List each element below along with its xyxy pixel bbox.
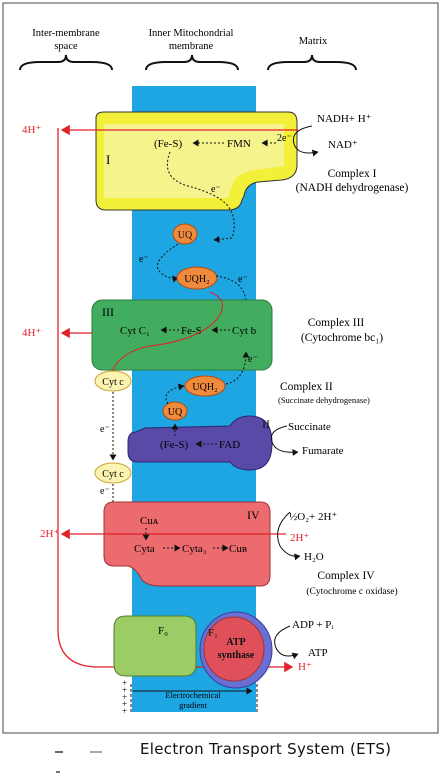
complex-ii-succinate: Succinate (288, 421, 331, 433)
e-minus-cytc-bottom: e⁻ (100, 486, 110, 497)
adp-arc (274, 625, 299, 660)
e-minus-uqh2: e⁻ (238, 274, 248, 285)
complex-iv-cua: Cuᴀ (140, 515, 159, 527)
f0-label: F₀ (158, 625, 168, 637)
atp-synthase-label-1: ATP (226, 637, 245, 648)
uq-label-top: UQ (178, 230, 193, 241)
plus-sign: + (122, 678, 127, 688)
f1-subunit (203, 616, 265, 682)
proton-path-iii (109, 291, 223, 377)
uqh2-label-ii: UQH₂ (192, 382, 217, 393)
header-inner-membrane-1: Inner Mitochondrial (149, 28, 234, 39)
complex-iii-fes: Fe-S (181, 325, 202, 337)
brace-membrane (145, 54, 239, 71)
f1-label: F₁ (208, 627, 218, 639)
header-intermembrane-1: Inter-membrane (32, 28, 100, 39)
nadh-arc (292, 125, 319, 157)
header-matrix: Matrix (299, 36, 328, 47)
complex-ii-fes: (Fe-S) (160, 439, 188, 451)
brace-intermembrane (19, 54, 113, 71)
figure-caption: Electron Transport System (ETS) (140, 740, 392, 758)
plus-sign: + (122, 706, 127, 716)
cyt-c-label-top: Cyt c (102, 377, 124, 388)
complex-ii-full-name: (Succinate dehydrogenase) (278, 395, 370, 405)
header-inner-membrane-2: membrane (169, 41, 214, 52)
complex-i-fes: (Fe-S) (154, 138, 182, 150)
uq-carrier-ii (162, 401, 188, 421)
complex-iv-cyta: Cyta (134, 543, 155, 555)
succinate-arc (270, 425, 299, 456)
proton-label-i: 4H⁺ (22, 124, 41, 136)
atp-synthase-atp: ATP (308, 647, 328, 659)
complex-iv-full-name: (Cytochrome c oxidase) (306, 586, 397, 597)
complex-i-fmn: FMN (227, 138, 251, 150)
proton-label-iv-matrix: 2H⁺ (290, 532, 309, 544)
arrow-uq-to-uqh2-ii (165, 383, 185, 405)
complex-i-2e: 2e⁻ (277, 133, 292, 144)
complex-i-name: Complex I (328, 168, 377, 180)
complex-iii-numeral: III (102, 305, 114, 319)
complex-iii-cyt-b: Cyt b (232, 325, 257, 337)
gradient-label-1: Electrochemical (165, 690, 221, 700)
oxygen-arc (277, 511, 301, 561)
complex-iii-full-name: (Cytochrome bc₁) (301, 332, 383, 344)
proton-label-iv: 2H⁺ (40, 528, 59, 540)
complex-iv-cyta3: Cyta₃ (182, 543, 207, 555)
complex-ii-fad: FAD (219, 439, 240, 451)
e-minus-cytc: e⁻ (100, 424, 110, 435)
uqh2-carrier-ii (184, 375, 226, 397)
cyt-c-carrier-bottom (94, 462, 132, 484)
e-minus-uq: e⁻ (139, 254, 149, 265)
atp-synthase-label-2: synthase (218, 650, 255, 661)
plus-sign: + (122, 699, 127, 709)
atp-synthase-adp: ADP + Pᵢ (292, 619, 333, 631)
plus-sign: + (122, 692, 127, 702)
proton-label-iii: 4H⁺ (22, 327, 41, 339)
arrow-uqh2-ii-to-cytb (225, 351, 250, 385)
uqh2-carrier-top (176, 266, 218, 290)
complex-i-full-name: (NADH dehydrogenase) (296, 182, 409, 194)
complex-i-numeral: I (106, 152, 110, 167)
complex-iii-name: Complex III (308, 317, 365, 329)
complex-ii-numeral: II (262, 417, 270, 431)
complex-ii-name: Complex II (280, 381, 333, 393)
gradient-label-2: gradient (179, 700, 207, 710)
complex-iv-name: Complex IV (317, 570, 375, 582)
plus-signs: + + + + + (122, 678, 127, 716)
figure-frame (2, 2, 439, 734)
arrow-uq-to-uqh2 (156, 243, 179, 283)
uq-carrier-top (172, 223, 198, 245)
e-minus-iii: e⁻ (248, 354, 258, 365)
f0-subunit (113, 615, 197, 677)
complex-iv-numeral: IV (247, 508, 260, 522)
complex-i-inner (104, 124, 284, 198)
plus-sign: + (122, 685, 127, 695)
cyt-c-carrier-top (94, 370, 132, 392)
complex-iv-cub: Cuʙ (229, 543, 247, 555)
uq-label-ii: UQ (168, 407, 183, 418)
complex-iv-o2: ½O₂+ 2H⁺ (289, 511, 337, 523)
complex-i-e-out: e⁻ (211, 184, 221, 195)
proton-return-line (57, 128, 294, 673)
proton-label-atp: H⁺ (298, 661, 312, 673)
complex-iii-shape (91, 299, 273, 371)
complex-ii-fumarate: Fumarate (302, 445, 344, 457)
complex-i-nadh: NADH+ H⁺ (317, 113, 372, 125)
complex-iii-cyt-c1: Cyt C₁ (120, 325, 150, 337)
brace-matrix (267, 54, 357, 71)
complex-i-nad: NAD⁺ (328, 139, 358, 151)
cyt-c-label-bottom: Cyt c (102, 469, 124, 480)
complex-iv-h2o: H₂O (304, 551, 324, 563)
header-intermembrane-2: space (54, 41, 78, 52)
complex-iv-shape (103, 501, 271, 587)
uqh2-label-top: UQH₂ (184, 274, 209, 285)
